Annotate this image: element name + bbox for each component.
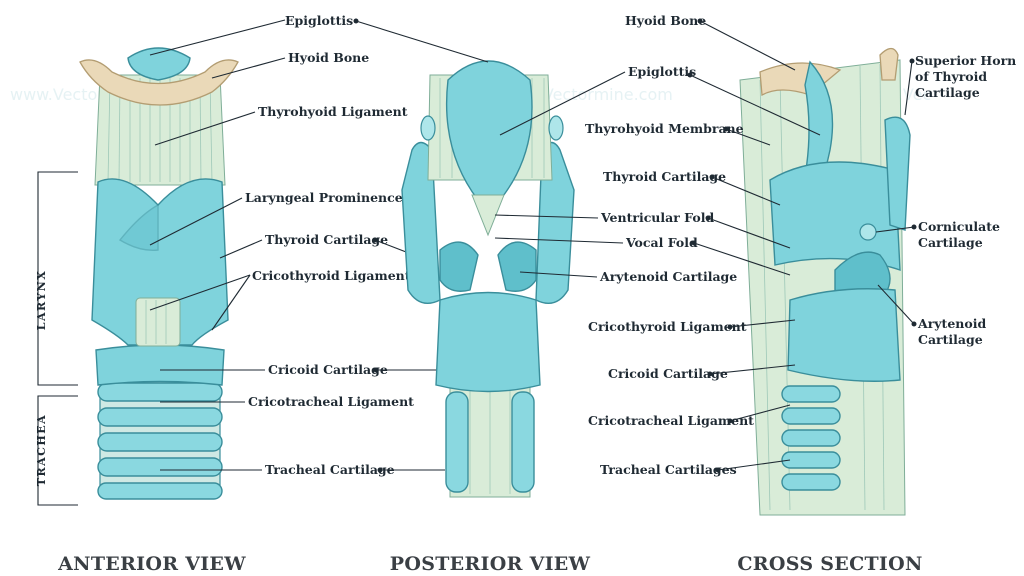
posterior-view-title: POSTERIOR VIEW — [390, 553, 591, 575]
label-tracheal-cartilage: Tracheal Cartilage — [265, 462, 395, 477]
label-vocal-fold: Vocal Fold — [625, 235, 698, 250]
label-corniculate-2: Cartilage — [918, 235, 983, 250]
cross-section-title: CROSS SECTION — [737, 553, 922, 575]
cross-tracheal-rings — [782, 386, 840, 490]
label-superior-horn-1: Superior Horn — [915, 53, 1016, 68]
trachea-rings — [98, 380, 222, 499]
label-arytenoid-cartilage: Arytenoid Cartilage — [599, 269, 737, 284]
label-cricotracheal-ligament: Cricotracheal Ligament — [248, 394, 414, 409]
label-corniculate-1: Corniculate — [918, 219, 1000, 234]
label-posterior-epiglottis: Epiglottis — [628, 64, 696, 79]
cross-section-view — [740, 49, 910, 516]
posterior-view — [402, 61, 574, 497]
anterior-view — [80, 48, 238, 499]
trachea-bracket: TRACHEA — [35, 396, 78, 505]
label-thyroid-cartilage: Thyroid Cartilage — [265, 232, 388, 247]
cross-cricoid — [788, 289, 900, 382]
label-hyoid-bone: Hyoid Bone — [288, 50, 369, 65]
label-cross-hyoid-bone: Hyoid Bone — [625, 13, 706, 28]
posterior-cricoid — [436, 293, 540, 392]
cross-corniculate — [860, 224, 876, 240]
cricothyroid-ligament — [136, 298, 180, 346]
larynx-bracket-label: LARYNX — [35, 270, 48, 331]
cross-thyroid-cartilage — [770, 162, 900, 270]
label-epiglottis: Epiglottis — [285, 13, 353, 28]
label-ventricular-fold: Ventricular Fold — [600, 210, 714, 225]
trachea-bracket-label: TRACHEA — [35, 414, 48, 486]
label-superior-horn-2: of Thyroid — [915, 69, 987, 84]
cross-superior-horn — [880, 49, 898, 81]
anterior-view-title: ANTERIOR VIEW — [57, 553, 246, 575]
posterior-epiglottis — [447, 61, 532, 215]
label-cricoid-cartilage: Cricoid Cartilage — [268, 362, 388, 377]
label-cross-thyroid-cartilage: Thyroid Cartilage — [603, 169, 726, 184]
cross-thyroid-horn — [885, 117, 910, 230]
label-thyrohyoid-membrane: Thyrohyoid Membrane — [585, 121, 744, 136]
label-superior-horn-3: Cartilage — [915, 85, 980, 100]
label-arytenoid-1: Arytenoid — [917, 316, 986, 331]
label-thyrohyoid-ligament: Thyrohyoid Ligament — [258, 104, 408, 119]
label-cross-cricothyroid-ligament: Cricothyroid Ligament — [588, 319, 747, 334]
label-cricothyroid-ligament: Cricothyroid Ligament — [252, 268, 411, 283]
larynx-bracket: LARYNX — [35, 172, 78, 385]
label-laryngeal-prominence: Laryngeal Prominence — [245, 190, 403, 205]
arytenoid-left — [440, 242, 478, 291]
cricoid-cartilage — [96, 345, 224, 385]
arytenoid-right — [498, 242, 536, 291]
label-arytenoid-2: Cartilage — [918, 332, 983, 347]
